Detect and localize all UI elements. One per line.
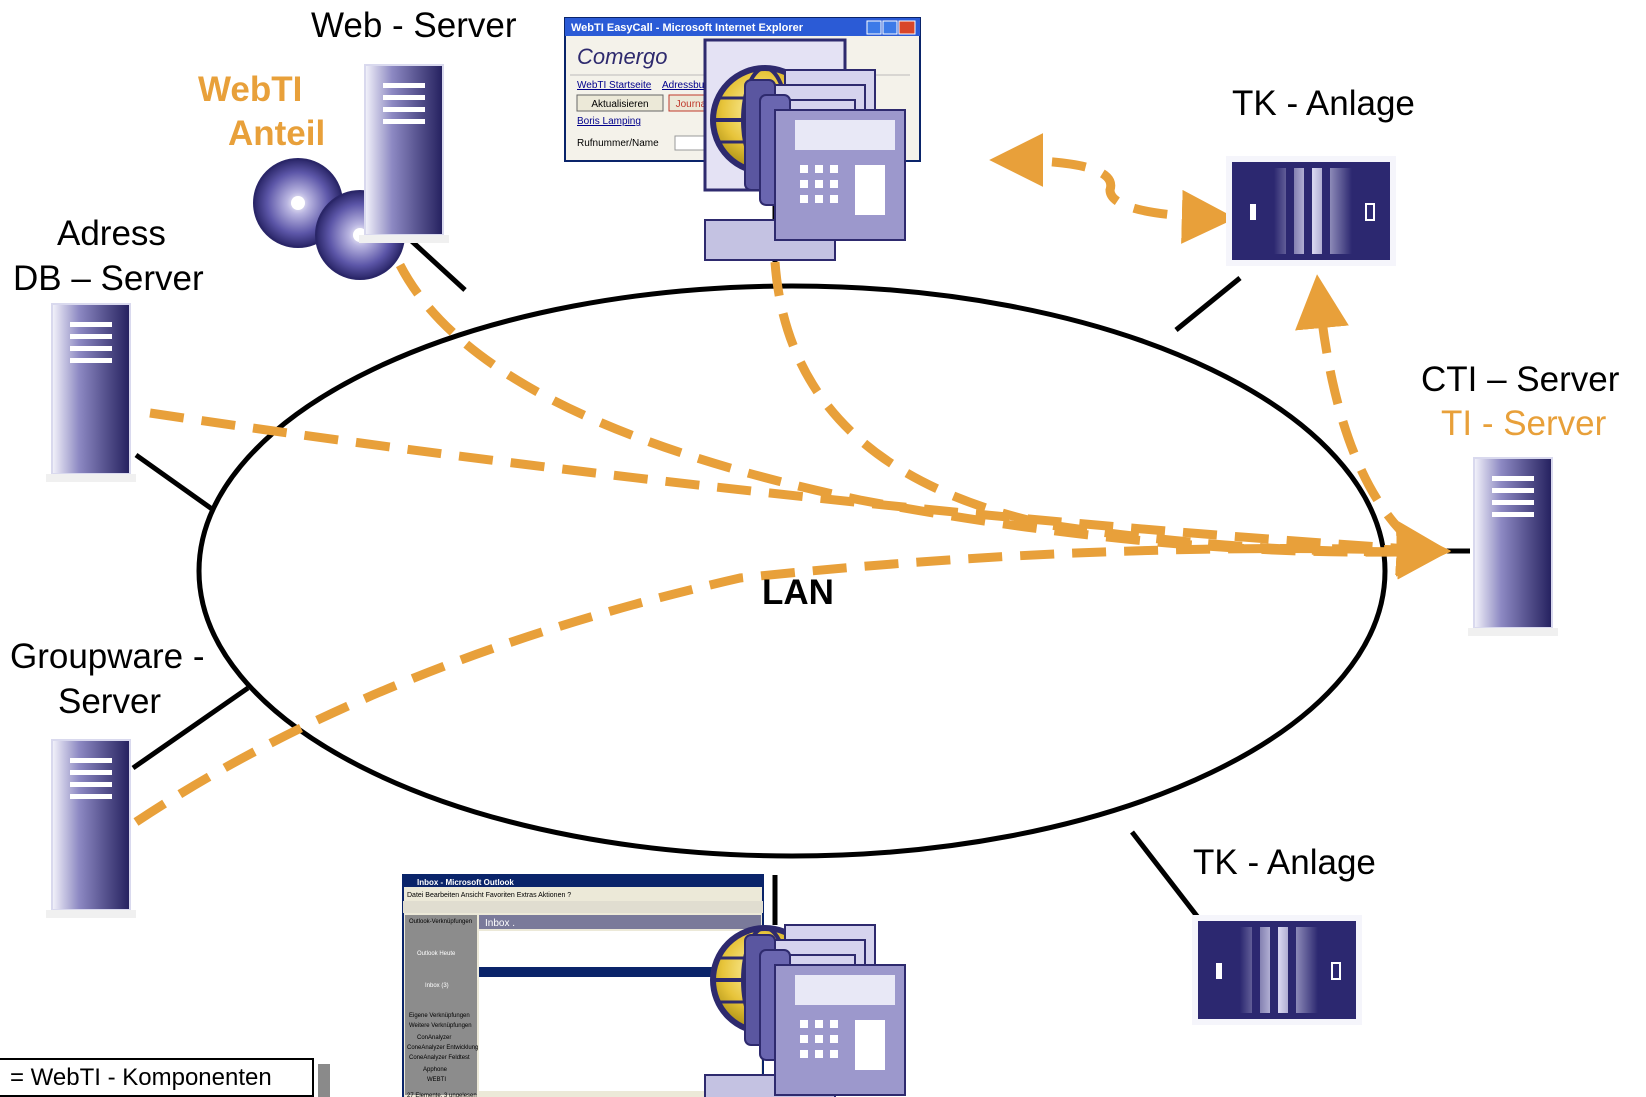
groupware-label-2: Server <box>58 682 162 721</box>
outlook-side-6[interactable]: ConeAnalyzer Entwicklung <box>407 1045 478 1051</box>
flow-top-client-to-ti <box>770 261 1451 580</box>
groupware-label-1: Groupware - <box>10 637 205 676</box>
legend-text: = WebTI - Komponenten <box>10 1064 272 1091</box>
address-db-label-2: DB – Server <box>13 259 204 298</box>
link-tk-top <box>1174 276 1242 332</box>
webti-share-label-1: WebTI <box>198 70 303 109</box>
outlook-side-0[interactable]: Outlook-Verknüpfungen <box>409 919 472 925</box>
link-tk-bottom <box>1130 830 1202 922</box>
ie-window-title: WebTI EasyCall - Microsoft Internet Expl… <box>571 22 804 34</box>
outlook-side-4[interactable]: Weitere Verknüpfungen <box>409 1023 472 1029</box>
link-groupware <box>131 685 250 771</box>
legend-swatch <box>318 1064 330 1097</box>
ti-server-label: TI - Server <box>1441 404 1607 443</box>
address-db-server-icon <box>45 303 137 483</box>
outlook-side-7[interactable]: ConeAnalyzer Feldtest <box>409 1055 470 1061</box>
webti-share-label-2: Anteil <box>228 114 326 153</box>
web-server-label: Web - Server <box>311 6 517 45</box>
groupware-server-icon <box>45 739 137 919</box>
ie-brand: Comergo <box>577 44 667 69</box>
link-web-server <box>403 233 467 292</box>
outlook-title: Inbox - Microsoft Outlook <box>417 878 514 887</box>
pbx-rack-icon <box>1225 155 1397 267</box>
ie-link-start[interactable]: WebTI Startseite <box>577 80 652 91</box>
top-client-workstation <box>703 38 906 261</box>
outlook-window: Inbox - Microsoft Outlook Datei Bearbeit… <box>402 874 764 1097</box>
flow-ti-to-tk-top <box>1295 274 1414 544</box>
outlook-side-9[interactable]: WEBTI <box>427 1077 446 1083</box>
webti-data-flows <box>133 133 1451 826</box>
outlook-menu: Datei Bearbeiten Ansicht Favoriten Extra… <box>407 892 571 899</box>
tk-anlage-top-label: TK - Anlage <box>1232 84 1415 123</box>
cti-server-label: CTI – Server <box>1421 360 1620 399</box>
outlook-side-2[interactable]: Inbox (3) <box>425 983 449 989</box>
ie-refresh-button[interactable] <box>576 94 664 112</box>
lan-label: LAN <box>762 573 834 612</box>
ie-user[interactable]: Boris Lamping <box>577 116 641 127</box>
outlook-side-1[interactable]: Outlook Heute <box>417 951 456 957</box>
outlook-sidebar: Outlook-Verknüpfungen Outlook Heute Inbo… <box>407 919 478 1083</box>
outlook-side-5[interactable]: ConAnalyzer <box>417 1035 451 1041</box>
flow-phone-to-tk-top <box>989 133 1236 244</box>
outlook-side-3[interactable]: Eigene Verknüpfungen <box>409 1013 470 1019</box>
svg-text:Journal: Journal <box>676 99 709 110</box>
web-server-icon <box>358 64 450 244</box>
outlook-side-8[interactable]: Apphone <box>423 1067 448 1073</box>
lan-ellipse <box>196 283 1388 859</box>
cti-server-icon <box>1467 457 1559 637</box>
ie-field-label: Rufnummer/Name <box>577 138 659 149</box>
outlook-status: 27 Elemente, 3 ungelesen <box>407 1093 477 1097</box>
flow-groupware-to-ti <box>133 522 1451 826</box>
flow-address-db-to-ti <box>149 408 1451 576</box>
outlook-folder-title: Inbox . <box>485 918 515 929</box>
legend-box: = WebTI - Komponenten <box>0 1058 314 1097</box>
address-db-label-1: Adress <box>57 214 166 253</box>
lan-connections <box>131 198 1470 925</box>
svg-text:Aktualisieren: Aktualisieren <box>591 99 648 110</box>
ie-link-address[interactable]: Adressbuch <box>662 80 715 91</box>
pbx-rack-icon <box>1191 914 1363 1026</box>
tk-anlage-bottom-label: TK - Anlage <box>1193 843 1376 882</box>
link-address-db <box>134 452 214 512</box>
